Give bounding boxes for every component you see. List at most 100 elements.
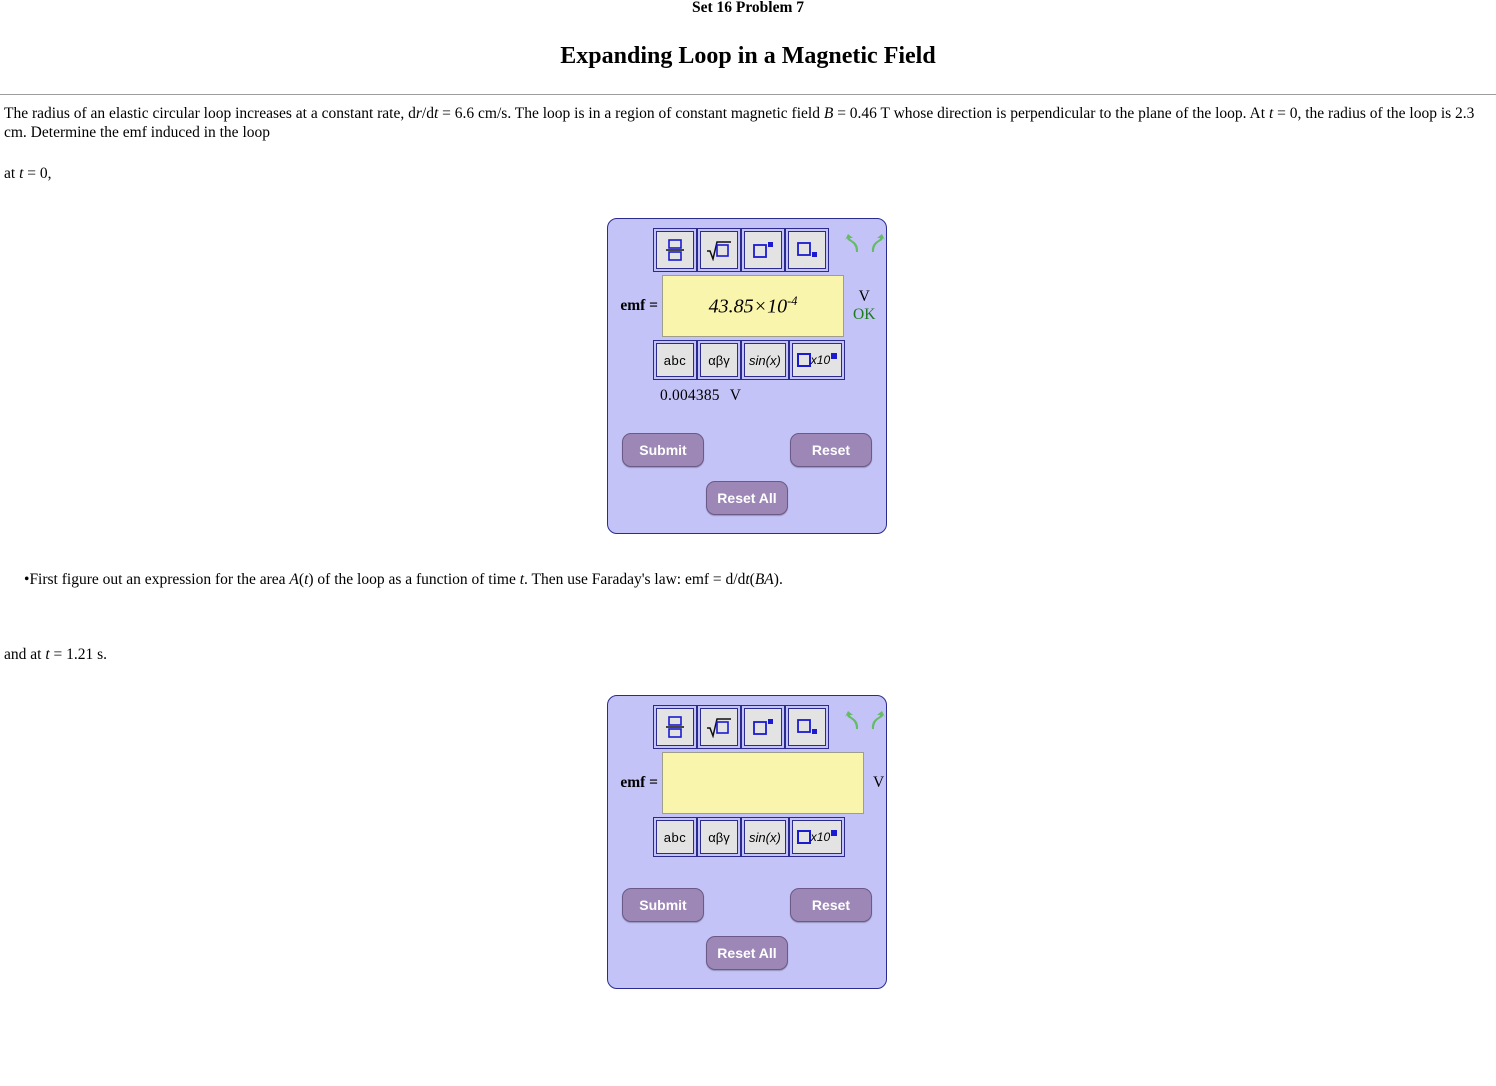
- header-divider: [0, 94, 1496, 95]
- action-row-1b: Reset All: [608, 481, 886, 533]
- fraction-button[interactable]: [653, 705, 697, 749]
- subquestion-b-post: = 1.21 s.: [49, 646, 108, 663]
- var-t-2: t: [1268, 105, 1274, 122]
- redo-arrow-glyph: [871, 234, 885, 252]
- answer-widget-2[interactable]: emf = V abc αβγ sin(x) x10 Submit Reset …: [607, 695, 887, 989]
- emf-label-2: emf =: [620, 774, 658, 791]
- set-title: Set 16 Problem 7: [691, 0, 805, 16]
- history-controls-2: [844, 710, 886, 730]
- superscript-button[interactable]: [741, 228, 785, 272]
- hint-bullet: •: [24, 571, 30, 588]
- unit-status-2: V: [873, 774, 884, 792]
- undo-arrow-glyph: [845, 234, 859, 252]
- hint-mid: . Then use Faraday's law: emf = d/d: [524, 571, 746, 588]
- hint-var-A: A: [289, 571, 299, 588]
- scientific-notation-button[interactable]: x10: [788, 340, 846, 380]
- fraction-button[interactable]: [653, 228, 697, 272]
- unit-label-1: V: [858, 288, 870, 305]
- undo-icon[interactable]: [844, 710, 860, 730]
- placeholder-square-icon: [796, 353, 811, 367]
- subquestion-b: and at t = 1.21 s.: [4, 645, 1496, 664]
- scientific-notation-label: x10: [810, 353, 831, 367]
- subquestion-a: at t = 0,: [4, 164, 1492, 183]
- answer-row-1: emf = 43.85×10-4 V OK: [608, 275, 886, 337]
- subquestion-a-post: = 0,: [23, 165, 52, 182]
- var-B: B: [823, 105, 834, 122]
- scientific-notation-button[interactable]: x10: [788, 817, 846, 857]
- redo-icon[interactable]: [870, 710, 886, 730]
- hint-pre: First figure out an expression for the a…: [29, 571, 290, 588]
- sqrt-button[interactable]: [697, 228, 741, 272]
- var-t-1: t: [433, 105, 439, 122]
- answer-input-1[interactable]: 43.85×10-4: [662, 275, 844, 337]
- page-title: Expanding Loop in a Magnetic Field: [560, 43, 936, 69]
- fraction-icon: [666, 239, 684, 261]
- exponent-square-icon: [831, 352, 838, 359]
- subscript-button[interactable]: [785, 705, 829, 749]
- hint-text: •First figure out an expression for the …: [24, 570, 1496, 589]
- submit-button[interactable]: Submit: [622, 888, 704, 922]
- subscript-icon: [797, 719, 817, 734]
- math-toolbar-bottom-1: abc αβγ sin(x) x10: [608, 337, 886, 380]
- answer-row-2: emf = V: [608, 752, 886, 814]
- redo-icon[interactable]: [870, 233, 886, 253]
- reset-button[interactable]: Reset: [790, 433, 872, 467]
- emf-label-1: emf =: [620, 297, 658, 314]
- abc-button[interactable]: abc: [653, 340, 697, 380]
- hint-var-t-3: t: [745, 571, 750, 588]
- math-toolbar-top-2: [608, 696, 886, 749]
- answer-input-2[interactable]: [662, 752, 864, 814]
- fraction-icon: [666, 716, 684, 738]
- reset-all-button[interactable]: Reset All: [706, 481, 788, 515]
- functions-button[interactable]: sin(x): [741, 817, 789, 857]
- superscript-icon: [753, 242, 773, 258]
- problem-text-2: /d: [421, 105, 434, 122]
- problem-text-4: = 0.46 T whose direction is perpendicula…: [833, 105, 1269, 122]
- action-row-1: Submit Reset: [608, 433, 886, 467]
- unit-label-2: V: [873, 774, 885, 791]
- subquestion-a-var: t: [19, 165, 24, 182]
- action-row-2: Submit Reset: [608, 888, 886, 922]
- answer-value-1: 43.85×10-4: [709, 294, 798, 319]
- superscript-button[interactable]: [741, 705, 785, 749]
- answer-exponent-1: -4: [787, 293, 798, 308]
- exponent-square-icon: [831, 829, 838, 836]
- subscript-button[interactable]: [785, 228, 829, 272]
- undo-arrow-glyph: [845, 711, 859, 729]
- subquestion-b-var: t: [45, 646, 50, 663]
- math-toolbar-bottom-2: abc αβγ sin(x) x10: [608, 814, 886, 857]
- reset-button[interactable]: Reset: [790, 888, 872, 922]
- problem-statement: The radius of an elastic circular loop i…: [4, 104, 1492, 142]
- answer-mantissa-1: 43.85×10: [708, 295, 788, 318]
- var-r: r: [415, 105, 422, 122]
- hint-paren-open: (: [298, 571, 305, 588]
- numeric-unit-1: V: [729, 387, 742, 404]
- reset-all-button[interactable]: Reset All: [706, 936, 788, 970]
- problem-text-5: = 0, the radius of the loop is 2.3 cm. D…: [4, 105, 1475, 141]
- answer-widget-1[interactable]: emf = 43.85×10-4 V OK abc αβγ sin(x) x10…: [607, 218, 887, 534]
- status-badge-1: OK: [853, 306, 876, 323]
- hint-var-t-1: t: [304, 571, 309, 588]
- undo-icon[interactable]: [844, 233, 860, 253]
- numeric-value-1: 0.004385: [660, 387, 720, 404]
- history-controls-1: [844, 233, 886, 253]
- hint-close: ).: [773, 571, 783, 588]
- unit-status-1: V OK: [853, 288, 875, 324]
- action-row-2b: Reset All: [608, 936, 886, 988]
- sqrt-icon: [707, 718, 731, 738]
- greek-button[interactable]: αβγ: [697, 817, 741, 857]
- placeholder-square-icon: [796, 830, 811, 844]
- sqrt-button[interactable]: [697, 705, 741, 749]
- hint-var-t-2: t: [519, 571, 525, 588]
- numeric-result-1: 0.004385 V: [660, 387, 886, 405]
- abc-button[interactable]: abc: [653, 817, 697, 857]
- submit-button[interactable]: Submit: [622, 433, 704, 467]
- subscript-icon: [797, 242, 817, 257]
- problem-text-3: = 6.6 cm/s. The loop is in a region of c…: [438, 105, 824, 122]
- functions-button[interactable]: sin(x): [741, 340, 789, 380]
- greek-button[interactable]: αβγ: [697, 340, 741, 380]
- problem-text-1: The radius of an elastic circular loop i…: [4, 105, 416, 122]
- hint-open: (: [749, 571, 755, 588]
- scientific-notation-label: x10: [810, 830, 831, 844]
- subquestion-b-pre: and at: [4, 646, 46, 663]
